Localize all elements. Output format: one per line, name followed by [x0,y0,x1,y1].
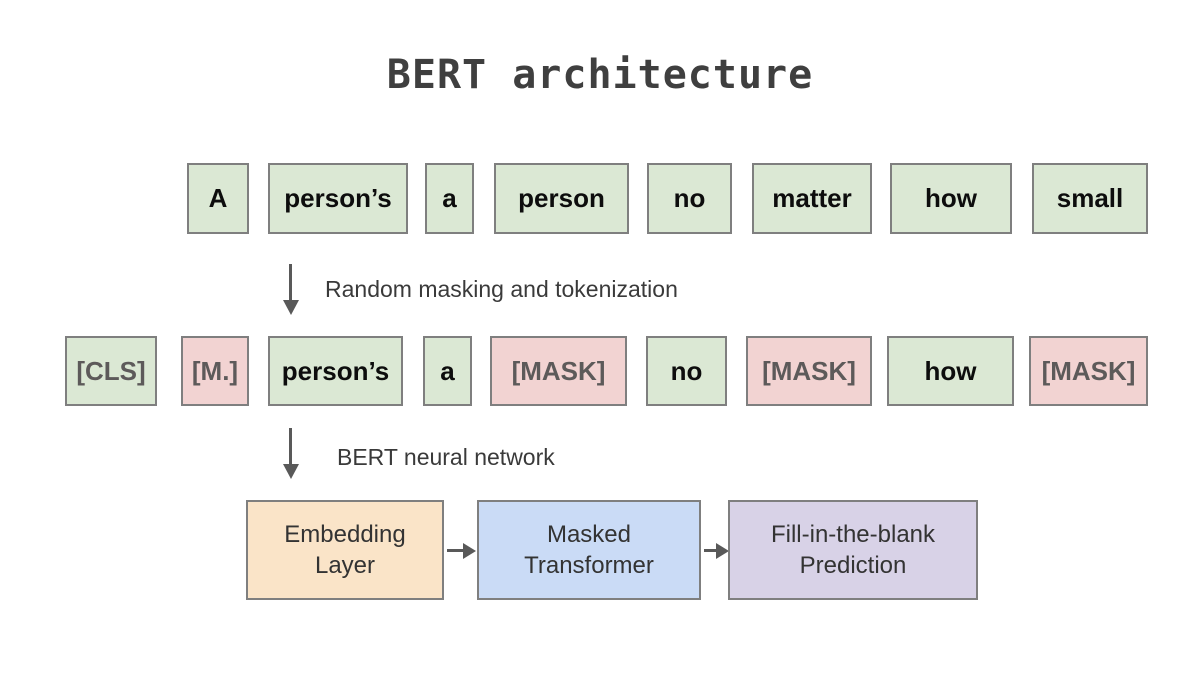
pipeline-box-label-line: Transformer [524,552,654,579]
fill-in-the-blank-prediction-box: Fill-in-the-blank Prediction [728,500,978,600]
token-box: [M.] [181,336,249,406]
embedding-layer-box: Embedding Layer [246,500,444,600]
token-box: a [425,163,474,234]
token-box: no [646,336,727,406]
token-box: a [423,336,472,406]
bert-step-label: BERT neural network [337,444,555,470]
masking-step-label: Random masking and tokenization [325,276,678,302]
token-box: matter [752,163,872,234]
token-box: no [647,163,732,234]
token-box: [MASK] [1029,336,1148,406]
pipeline-box-label-line: Layer [314,552,376,579]
token-box: person’s [268,163,408,234]
down-arrow-icon [289,428,292,464]
pipeline-box-label-line: Prediction [799,552,907,579]
masked-transformer-box: Masked Transformer [477,500,701,600]
token-box: small [1032,163,1148,234]
pipeline-box-label-line: Fill-in-the-blank [770,521,936,548]
pipeline-box-label-line: Masked [546,521,632,548]
right-arrow-icon [447,549,463,552]
pipeline-box-label-line: Embedding [284,521,406,548]
down-arrow-icon [289,264,292,300]
token-box: how [887,336,1014,406]
right-arrow-icon [704,549,716,552]
token-box: A [187,163,249,234]
token-box: [MASK] [490,336,627,406]
page-title: BERT architecture [386,52,814,98]
token-box: person’s [268,336,403,406]
token-box: [MASK] [746,336,872,406]
token-box: [CLS] [65,336,157,406]
token-box: how [890,163,1012,234]
token-box: person [494,163,629,234]
